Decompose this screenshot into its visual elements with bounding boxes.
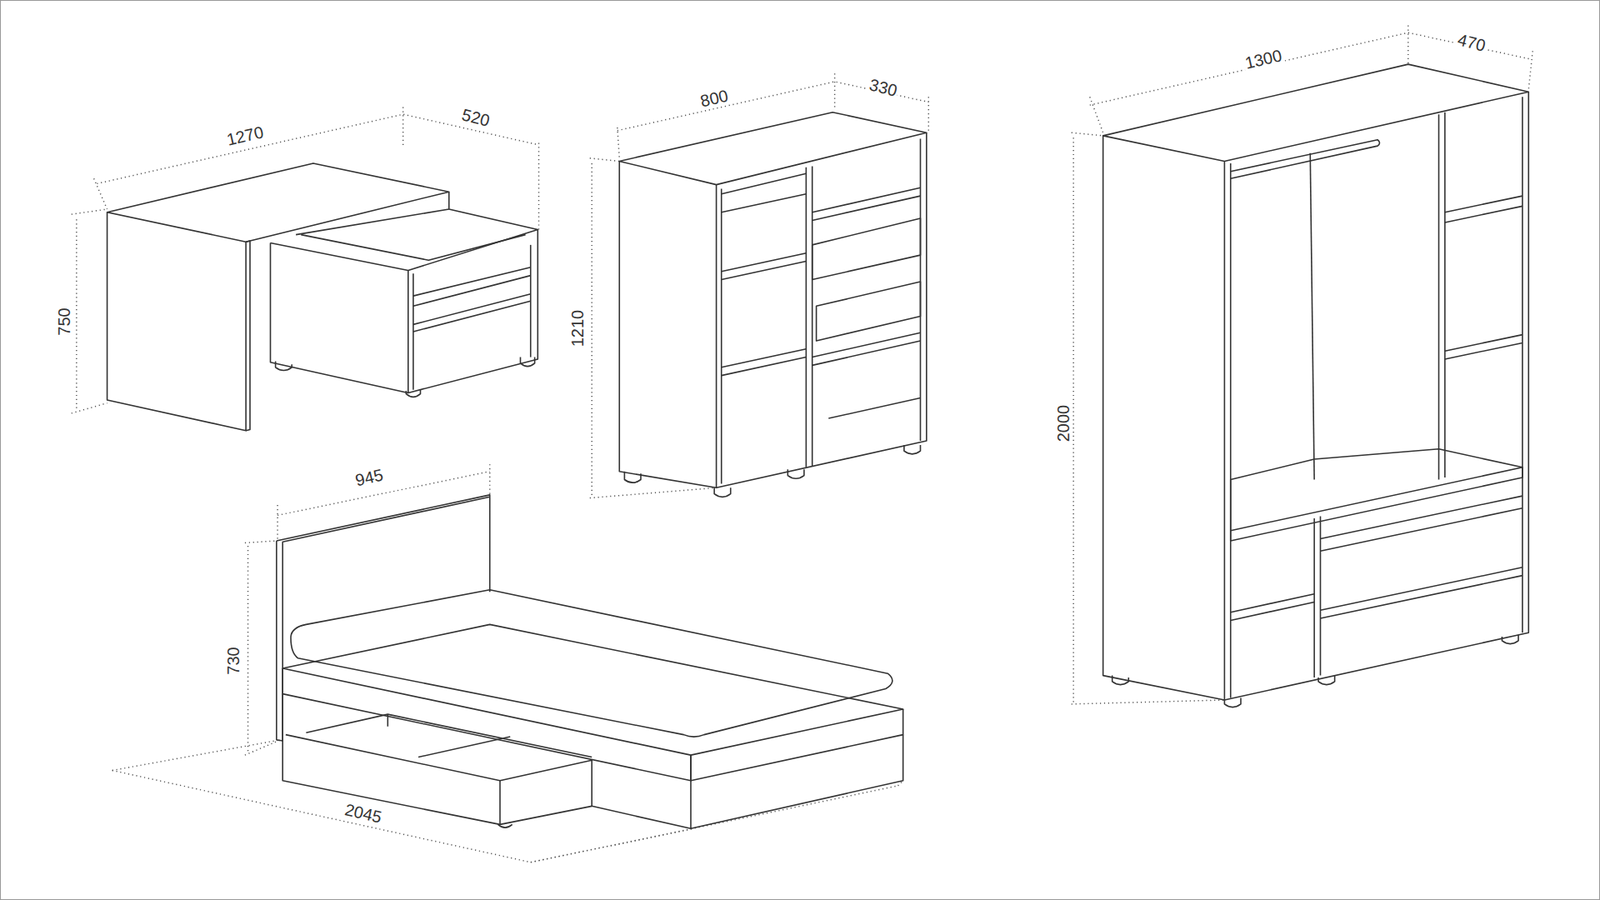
- desk-drawing-line: [107, 212, 247, 431]
- dimension-lines: [71, 25, 1533, 863]
- shelf-cabinet-drawing-line: [812, 187, 921, 220]
- wardrobe-drawing-line: [1320, 567, 1522, 619]
- bed-drawing-line: [305, 714, 592, 757]
- shelf-cabinet-drawing: [619, 112, 927, 498]
- bed-drawing-line: [690, 735, 904, 830]
- dimension-label: 470: [1454, 30, 1489, 55]
- dimension-label: 2000: [1055, 403, 1072, 445]
- wardrobe-drawing-line: [1445, 195, 1523, 223]
- bed-drawing-line: [282, 624, 903, 755]
- dimension-label: 750: [55, 305, 73, 337]
- dimension-label: 730: [225, 645, 242, 677]
- wardrobe-drawing-line: [1224, 698, 1241, 708]
- wardrobe-drawing-line: [1230, 594, 1315, 621]
- desk-drawing-line: [270, 242, 408, 393]
- dimension-label: 520: [458, 105, 493, 130]
- dimension-label: 330: [866, 75, 901, 100]
- desk-drawing-line: [405, 390, 420, 398]
- desk-drawing-line: [530, 245, 532, 358]
- wardrobe-drawing-line: [1318, 675, 1335, 685]
- dimension-lines-line: [94, 107, 540, 230]
- wardrobe-drawing: [1103, 64, 1530, 707]
- wardrobe-drawing-line: [1310, 153, 1315, 480]
- wardrobe-drawing-line: [1314, 516, 1320, 678]
- desk-drawing-line: [295, 209, 450, 235]
- dimension-lines-line: [1090, 25, 1533, 134]
- shelf-cabinet-drawing-line: [721, 173, 807, 213]
- dimension-lines-line: [245, 540, 281, 755]
- desk-drawing-line: [413, 267, 531, 307]
- desk-drawing: [107, 163, 539, 431]
- wardrobe-drawing-line: [1224, 91, 1529, 700]
- wardrobe-drawing-line: [1103, 64, 1530, 161]
- dimension-lines-line: [71, 209, 108, 414]
- bed-drawing-line: [276, 495, 490, 741]
- shelf-cabinet-drawing-line: [812, 218, 921, 280]
- wardrobe-drawing-line: [1230, 96, 1523, 698]
- dimension-label: 800: [697, 86, 732, 110]
- bed-drawing-line: [499, 780, 501, 825]
- shelf-cabinet-drawing-line: [805, 166, 812, 468]
- bed-drawing-line: [690, 709, 904, 781]
- desk-drawing-line: [413, 294, 531, 332]
- wardrobe-drawing-line: [1445, 335, 1523, 360]
- wardrobe-drawing-line: [1230, 467, 1523, 531]
- wardrobe-drawing-line: [1112, 675, 1130, 685]
- shelf-cabinet-drawing-line: [816, 281, 921, 341]
- wardrobe-drawing-line: [1501, 635, 1519, 645]
- wardrobe-drawing-line: [1320, 495, 1522, 551]
- desk-drawing-line: [520, 357, 535, 367]
- dimension-lines-line: [617, 73, 929, 159]
- bed-drawing-line: [282, 694, 691, 830]
- desk-drawing-line: [270, 191, 538, 270]
- shelf-cabinet-drawing-line: [714, 487, 731, 497]
- drawing-group: [71, 25, 1533, 863]
- bed-drawing-line: [282, 668, 691, 781]
- shelf-cabinet-drawing-line: [721, 139, 921, 485]
- desk-drawing-line: [107, 163, 450, 242]
- dimension-lines-line: [1071, 132, 1225, 705]
- shelf-cabinet-drawing-line: [904, 445, 921, 455]
- wardrobe-drawing-line: [1230, 140, 1380, 180]
- shelf-cabinet-drawing-line: [619, 112, 927, 185]
- dimension-lines-line: [112, 740, 904, 863]
- desk-drawing-line: [275, 360, 293, 370]
- shelf-cabinet-drawing-line: [787, 469, 805, 479]
- desk-drawing-line: [245, 240, 250, 431]
- dimension-label: 1210: [569, 308, 586, 350]
- dimension-label: 1300: [1241, 46, 1285, 72]
- shelf-cabinet-drawing-line: [716, 132, 927, 488]
- shelf-cabinet-drawing-line: [619, 160, 716, 488]
- dimension-label: 945: [352, 465, 387, 490]
- wardrobe-drawing-line: [1103, 135, 1225, 700]
- shelf-cabinet-drawing-line: [721, 349, 807, 376]
- shelf-cabinet-drawing-line: [721, 253, 807, 280]
- wardrobe-drawing-line: [1439, 112, 1445, 480]
- dimension-lines-line: [112, 770, 899, 862]
- shelf-cabinet-drawing-line: [828, 398, 920, 419]
- bed-drawing: [276, 495, 904, 829]
- shelf-cabinet-drawing-line: [812, 332, 921, 365]
- dimension-lines-line: [590, 158, 717, 499]
- bed-drawing-line: [285, 735, 592, 807]
- shelf-cabinet-drawing-line: [624, 471, 641, 483]
- dimension-label: 1270: [223, 123, 267, 149]
- desk-drawing-line: [300, 235, 525, 261]
- bed-drawing-line: [498, 824, 513, 828]
- desk-drawing-line: [408, 230, 539, 394]
